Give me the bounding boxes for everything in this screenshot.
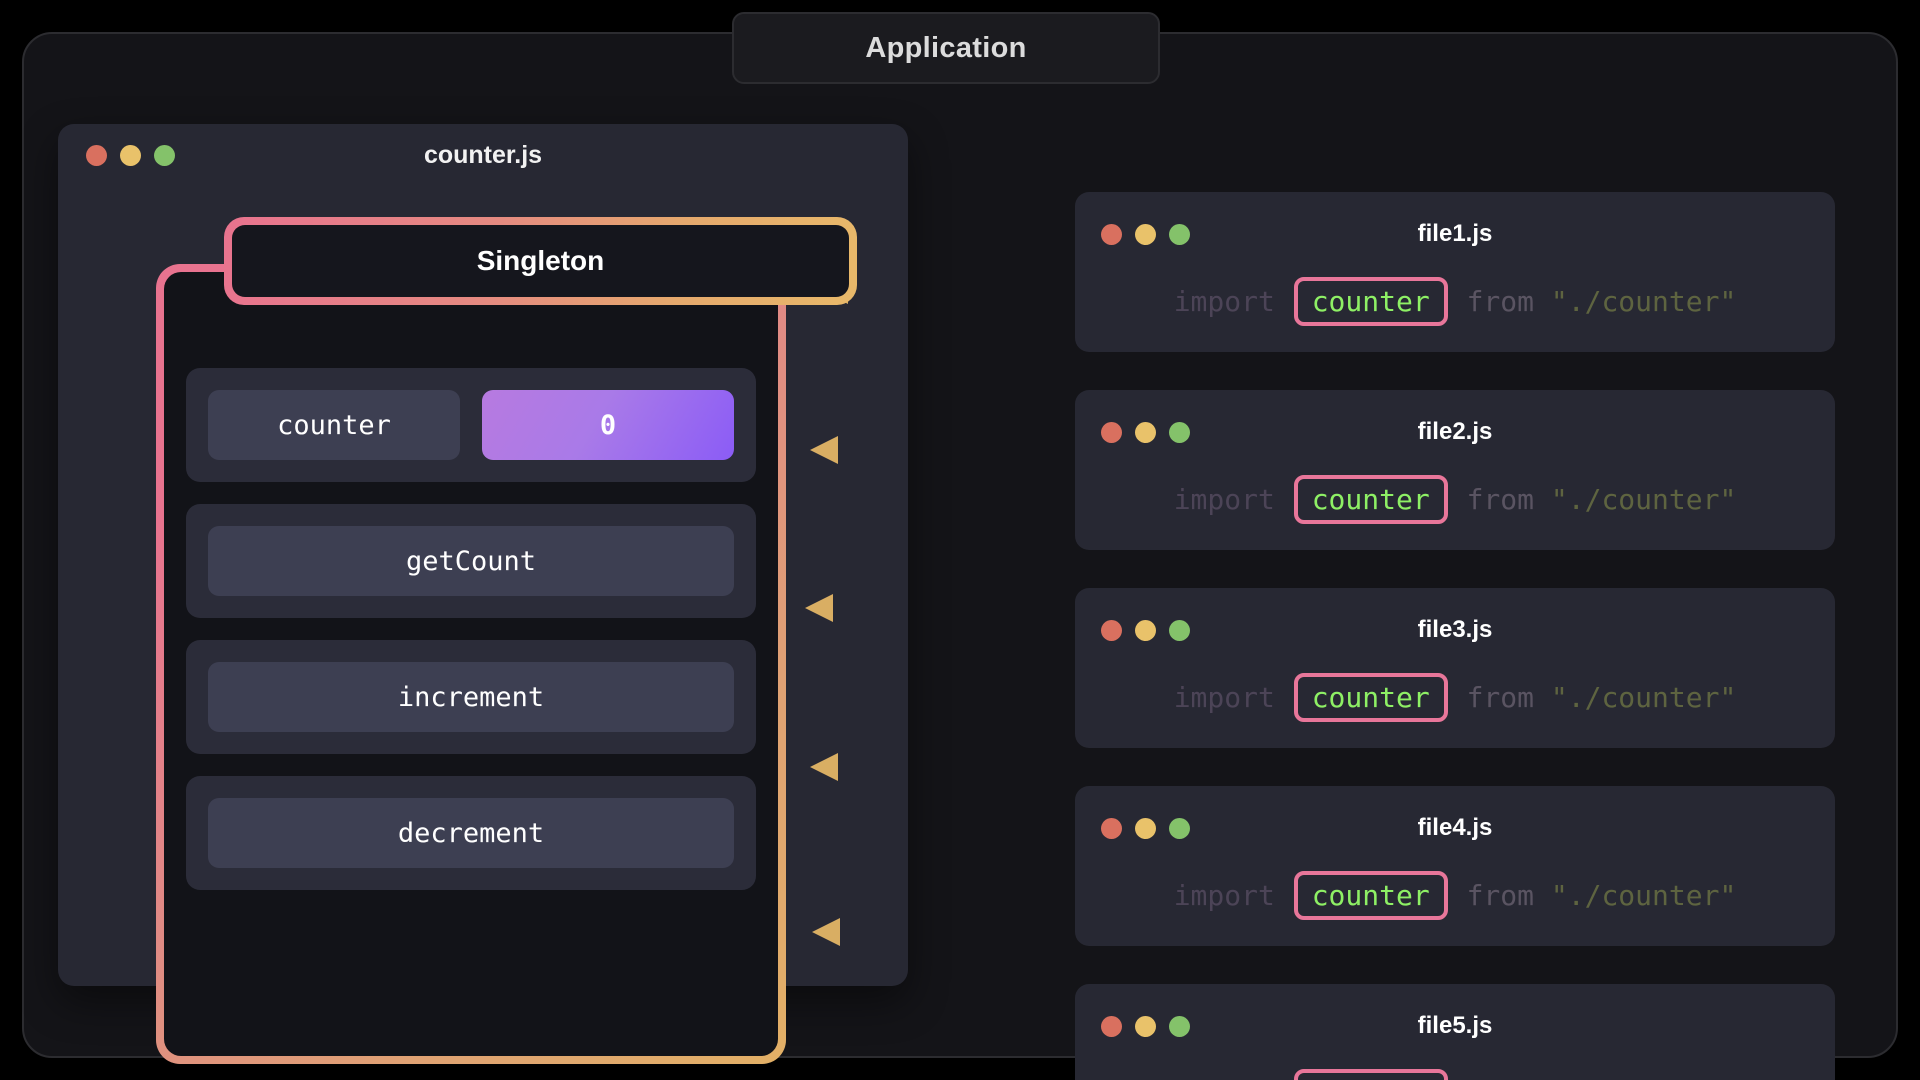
imported-identifier: counter [1293,276,1448,326]
file-card-title: file5.js [1417,1012,1493,1039]
module-path: "./counter" [1550,878,1737,912]
from-keyword: from [1449,482,1551,516]
file-card: file3.js import counter from "./counter" [1075,588,1835,748]
maximize-dot-icon[interactable] [1169,1015,1190,1037]
close-dot-icon[interactable] [1101,619,1122,641]
counter-window-titlebar: counter.js [58,124,908,186]
file-card-traffic-lights [1101,1015,1190,1037]
file-card-titlebar: file3.js [1101,610,1809,650]
member-row: increment [186,640,756,754]
imported-identifier: counter [1293,1068,1448,1080]
import-statement: import counter from "./counter" [1101,468,1809,530]
import-keyword: import [1173,680,1292,714]
close-dot-icon[interactable] [86,144,107,166]
maximize-dot-icon[interactable] [1169,223,1190,245]
method-chip-getcount: getCount [208,526,734,596]
from-keyword: from [1449,284,1551,318]
maximize-dot-icon[interactable] [1169,619,1190,641]
import-statement: import counter from "./counter" [1101,270,1809,332]
file-card-title: file1.js [1417,220,1493,247]
minimize-dot-icon[interactable] [120,144,141,166]
counter-module-window: counter.js counter 0 getCount increment … [58,124,908,1064]
file-card-title: file3.js [1417,616,1493,643]
maximize-dot-icon[interactable] [1169,421,1190,443]
file-card-title: file4.js [1417,814,1493,841]
file-card-titlebar: file5.js [1101,1006,1809,1046]
file-card-traffic-lights [1101,619,1190,641]
from-keyword: from [1450,1077,1551,1080]
imported-identifier: counter [1293,474,1448,524]
file-card-titlebar: file4.js [1101,808,1809,848]
file-card: file1.js import counter from "./counter" [1075,192,1835,352]
minimize-dot-icon[interactable] [1135,223,1156,245]
module-path: "./counter" [1550,482,1737,516]
from-keyword: from [1449,878,1551,912]
method-chip-decrement: decrement [208,798,734,868]
minimize-dot-icon[interactable] [1135,421,1156,443]
minimize-dot-icon[interactable] [1135,619,1156,641]
file-card: file2.js import counter from "./counter" [1075,390,1835,550]
minimize-dot-icon[interactable] [1135,1015,1156,1037]
close-dot-icon[interactable] [1101,421,1122,443]
member-row: counter 0 [186,368,756,482]
importing-files-list: file1.js import counter from "./counter"… [1075,192,1835,1080]
close-dot-icon[interactable] [1101,223,1122,245]
file-card-titlebar: file1.js [1101,214,1809,254]
maximize-dot-icon[interactable] [154,144,175,166]
close-dot-icon[interactable] [1101,817,1122,839]
member-row: decrement [186,776,756,890]
maximize-dot-icon[interactable] [1169,817,1190,839]
file-card-traffic-lights [1101,223,1190,245]
import-keyword: import [1173,482,1292,516]
file-card-title: file2.js [1417,418,1493,445]
module-path: "./counter" [1550,680,1737,714]
file-card: file5.js import counter from "./counter" [1075,984,1835,1080]
singleton-badge: Singleton [224,217,857,305]
singleton-badge-label: Singleton [476,245,605,276]
counter-window-traffic-lights [86,144,175,166]
property-name-chip: counter [208,390,460,460]
import-statement: import counter from "./counter" [1101,666,1809,728]
import-keyword: import [1174,1077,1292,1080]
file-card-traffic-lights [1101,421,1190,443]
application-label: Application [732,12,1160,84]
application-label-text: Application [865,31,1027,64]
module-path: "./counter" [1550,284,1737,318]
import-keyword: import [1173,284,1292,318]
counter-window-title: counter.js [423,140,543,169]
singleton-class-body: counter 0 getCount increment decrement [164,272,778,1056]
file-card: file4.js import counter from "./counter" [1075,786,1835,946]
imported-identifier: counter [1293,870,1448,920]
file-card-titlebar: file2.js [1101,412,1809,452]
file-card-traffic-lights [1101,817,1190,839]
member-row: getCount [186,504,756,618]
import-keyword: import [1173,878,1292,912]
imported-identifier: counter [1293,672,1448,722]
close-dot-icon[interactable] [1101,1015,1122,1037]
import-statement: import counter from "./counter" [1101,864,1809,926]
from-keyword: from [1449,680,1551,714]
singleton-badge-body: Singleton [232,225,849,297]
minimize-dot-icon[interactable] [1135,817,1156,839]
method-chip-increment: increment [208,662,734,732]
singleton-class-container: counter 0 getCount increment decrement [156,264,786,1064]
property-value-chip: 0 [482,390,734,460]
module-path: "./counter" [1551,1077,1736,1080]
import-statement: import counter from "./counter" [1101,1062,1809,1080]
